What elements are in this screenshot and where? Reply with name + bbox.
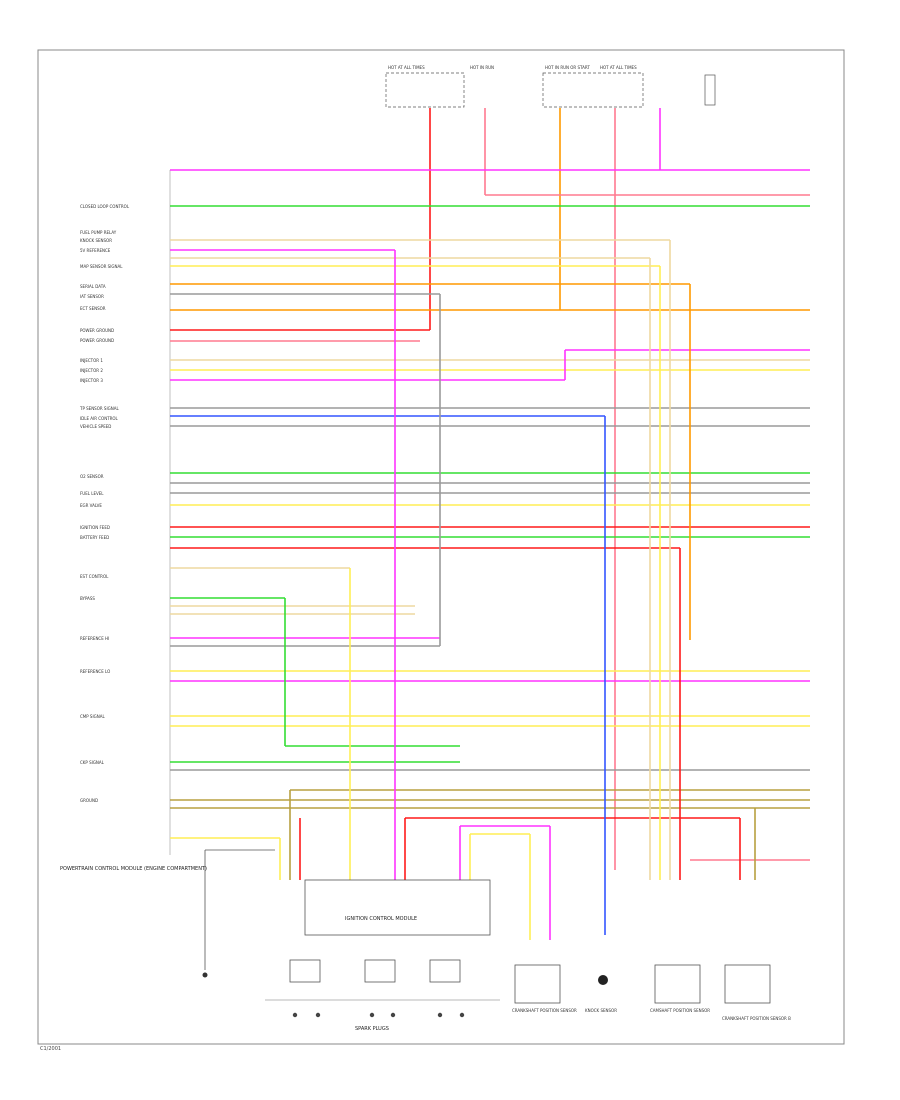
pin-label: BATTERY FEED (80, 535, 109, 540)
pcm-label: POWERTRAIN CONTROL MODULE (ENGINE COMPAR… (60, 866, 207, 872)
coil-2 (364, 959, 396, 983)
sensor-box-1 (514, 964, 561, 1004)
horizontal-wires (170, 169, 810, 861)
pin-label: IAT SENSOR (80, 294, 104, 299)
relay-box (704, 74, 716, 106)
bottom-component-label: CRANKSHAFT POSITION SENSOR (512, 1008, 577, 1013)
pin-label: INJECTOR 1 (80, 358, 103, 363)
ignition-coils (289, 959, 461, 983)
top-fuse-blocks (385, 72, 716, 108)
sensor-box-2 (654, 964, 701, 1004)
pin-label: BYPASS (80, 596, 95, 601)
fuse-block-label-2: HOT IN RUN (470, 65, 494, 70)
top-vertical-wires (429, 108, 661, 870)
ignition-control-module (304, 879, 491, 936)
diagram-border (37, 49, 845, 1045)
vertical-wires (279, 240, 756, 940)
ignition-module-title: IGNITION CONTROL MODULE (345, 916, 417, 922)
fuse-block-label-1: HOT AT ALL TIMES (388, 65, 425, 70)
bottom-component-label: KNOCK SENSOR (585, 1008, 617, 1013)
pin-label: CMP SIGNAL (80, 714, 105, 719)
pin-label: EGR VALVE (80, 503, 102, 508)
pin-label: O2 SENSOR (80, 474, 104, 479)
pin-label: REFERENCE LO (80, 669, 110, 674)
pin-label: INJECTOR 3 (80, 378, 103, 383)
pin-labels: CLOSED LOOP CONTROL FUEL PUMP RELAY KNOC… (79, 204, 130, 803)
fuse-block-label-3: HOT IN RUN OR START (545, 65, 590, 70)
bottom-component-label: CAMSHAFT POSITION SENSOR (650, 1008, 710, 1013)
pin-label: IGNITION FEED (80, 525, 110, 530)
knock-sensor-symbol (598, 975, 608, 985)
fuse-block-1 (385, 72, 465, 108)
pin-label: TP SENSOR SIGNAL (79, 406, 119, 411)
pin-label: CKP SIGNAL (80, 760, 105, 765)
sensor-box-3 (724, 964, 771, 1004)
pin-label: EST CONTROL (80, 574, 109, 579)
pin-label: VEHICLE SPEED (80, 424, 111, 429)
pin-label: MAP SENSOR SIGNAL (80, 264, 123, 269)
pin-label: CLOSED LOOP CONTROL (80, 204, 130, 209)
pin-label: GROUND (80, 798, 98, 803)
pin-label: IDLE AIR CONTROL (80, 416, 119, 421)
footer-code: C1/2001 (40, 1046, 61, 1052)
pin-label: INJECTOR 2 (80, 368, 103, 373)
fuse-block-2 (542, 72, 644, 108)
pin-label: 5V REFERENCE (80, 248, 111, 253)
pin-label: POWER GROUND (80, 338, 114, 343)
pin-label: ECT SENSOR (80, 306, 106, 311)
spark-plug-terminals (292, 1012, 465, 1018)
coil-1 (289, 959, 321, 983)
coil-3 (429, 959, 461, 983)
pin-label: FUEL LEVEL (80, 491, 104, 496)
pin-label: REFERENCE HI (80, 636, 109, 641)
pin-label: POWER GROUND (80, 328, 114, 333)
fuse-block-label-4: HOT AT ALL TIMES (600, 65, 637, 70)
pin-label: SERIAL DATA (80, 284, 106, 289)
pin-label: KNOCK SENSOR (80, 238, 112, 243)
spark-plugs-label: SPARK PLUGS (355, 1026, 389, 1032)
pin-label: FUEL PUMP RELAY (80, 230, 117, 235)
bottom-component-label: CRANKSHAFT POSITION SENSOR B (722, 1016, 791, 1021)
ground-symbol (202, 972, 208, 978)
bottom-sensors (514, 964, 771, 1004)
